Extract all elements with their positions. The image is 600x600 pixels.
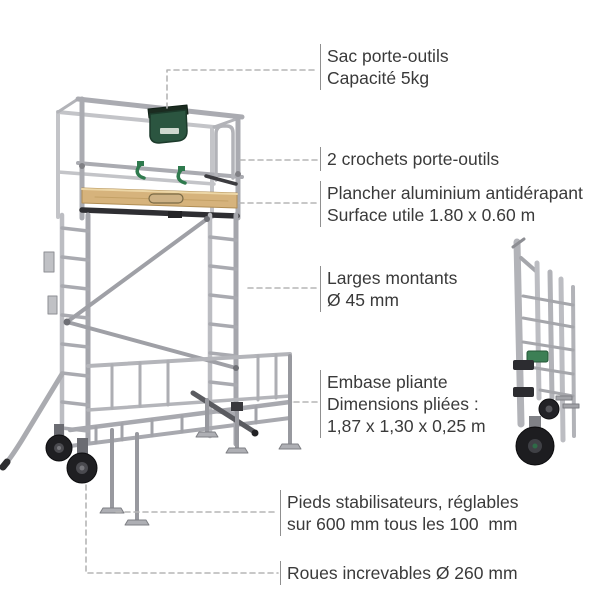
stabilizer-pole <box>0 371 65 471</box>
black-clamp <box>513 387 534 397</box>
label-line: Dimensions pliées : <box>327 394 479 414</box>
label-tool-bag: Sac porte-outils Capacité 5kg <box>320 44 449 90</box>
label-base: Embase pliante Dimensions pliées : 1,87 … <box>320 370 486 438</box>
label-line: Larges montants <box>327 268 458 288</box>
label-stabilizer-feet: Pieds stabilisateurs, réglables sur 600 … <box>280 490 519 536</box>
tool-bag <box>147 104 189 144</box>
black-clamp <box>513 360 534 370</box>
label-line: 1,87 x 1,30 x 0,25 m <box>327 416 486 436</box>
label-line: Pieds stabilisateurs, réglables <box>287 492 519 512</box>
label-line: 2 crochets porte-outils <box>327 149 500 169</box>
folded-scaffold <box>511 237 580 466</box>
label-line: Capacité 5kg <box>327 68 430 88</box>
green-clamp <box>526 350 549 363</box>
guardrail-hoop-tube <box>214 124 235 182</box>
locking-clamp-bar <box>204 174 238 186</box>
label-hooks: 2 crochets porte-outils <box>320 147 499 171</box>
leader-lines <box>85 69 319 574</box>
platform-plank <box>79 187 240 219</box>
label-uprights: Larges montants Ø 45 mm <box>320 266 457 312</box>
folding-base <box>67 352 293 448</box>
angled-stabilizer-tube <box>190 390 256 434</box>
ladder-mast-left <box>59 212 91 451</box>
label-line: sur 600 mm tous les 100 mm <box>287 514 518 534</box>
castor-wheels <box>45 424 98 484</box>
label-platform: Plancher aluminium antidérapant Surface … <box>320 181 583 227</box>
label-line: Roues increvables Ø 260 mm <box>287 563 518 583</box>
brand-badge <box>148 193 184 204</box>
label-line: Surface utile 1.80 x 0.60 m <box>327 205 536 225</box>
label-wheels: Roues increvables Ø 260 mm <box>280 561 518 585</box>
tool-hooks <box>135 161 187 185</box>
tool-bag-label <box>160 128 179 134</box>
stabilizer-feet <box>99 354 302 526</box>
label-line: Sac porte-outils <box>327 46 449 66</box>
label-line: Ø 45 mm <box>327 290 399 310</box>
label-line: Plancher aluminium antidérapant <box>327 183 583 203</box>
label-line: Embase pliante <box>327 372 448 392</box>
